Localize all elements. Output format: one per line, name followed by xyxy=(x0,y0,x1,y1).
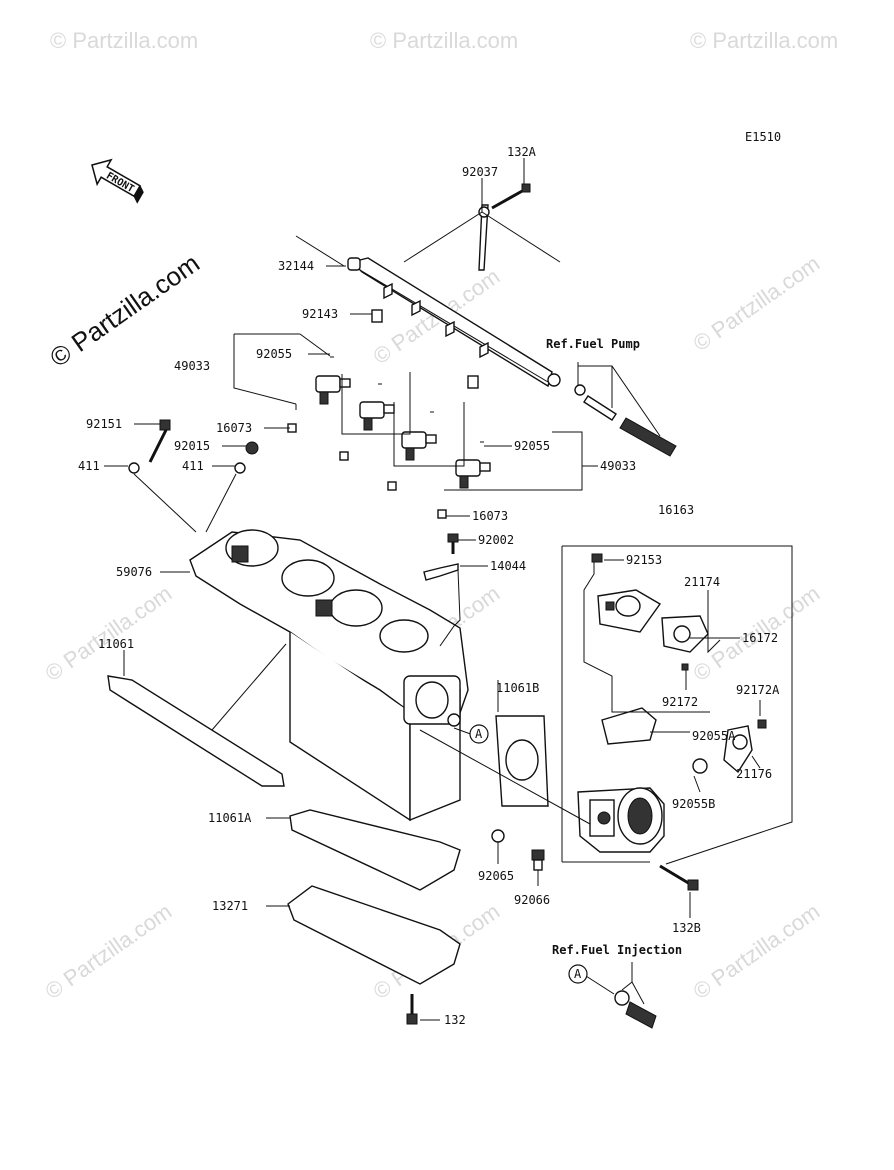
part-label: 16073 xyxy=(216,421,252,435)
bolt-132 xyxy=(406,994,418,1025)
ref-fuel-pump: Ref.Fuel Pump xyxy=(546,337,640,351)
part-label: 92172 xyxy=(662,695,698,709)
part-label: 92055 xyxy=(514,439,550,453)
part-label: 92143 xyxy=(302,307,338,321)
screw-92172A xyxy=(757,719,767,729)
part-label: 21176 xyxy=(736,767,772,781)
sensor-21176 xyxy=(723,725,753,774)
part-label: 92055A xyxy=(692,729,736,743)
watermark: © Partzilla.com xyxy=(41,899,177,1005)
gasket-11061 xyxy=(107,675,285,787)
part-label: 16163 xyxy=(658,503,694,517)
part-label: 11061B xyxy=(496,681,539,695)
fuel-rail-bracket xyxy=(478,204,489,271)
part-label: 92066 xyxy=(514,893,550,907)
oring-92055B xyxy=(692,758,708,774)
injector-seals xyxy=(287,309,484,519)
watermark: © Partzilla.com xyxy=(690,28,838,53)
watermark: © Partzilla.com xyxy=(41,581,177,687)
callout-a: A xyxy=(568,964,588,984)
part-label: 92055B xyxy=(672,797,715,811)
clip-411 xyxy=(234,462,246,474)
callout-a-label: A xyxy=(574,967,582,981)
part-label: 13271 xyxy=(212,899,248,913)
bolt-132A xyxy=(491,183,531,210)
part-label: 132A xyxy=(507,145,537,159)
gasket-92055A xyxy=(601,707,657,745)
part-label: 132 xyxy=(444,1013,466,1027)
part-label: 92055 xyxy=(256,347,292,361)
watermark: © Partzilla.com xyxy=(689,899,825,1005)
temp-sensor xyxy=(614,990,657,1029)
part-label: 92151 xyxy=(86,417,122,431)
part-label: 411 xyxy=(182,459,204,473)
part-label: 411 xyxy=(78,459,100,473)
watermark: © Partzilla.com xyxy=(370,28,518,53)
part-label: 49033 xyxy=(174,359,210,373)
part-label: 92002 xyxy=(478,533,514,547)
idle-control-assembly xyxy=(597,589,709,671)
nut-92015 xyxy=(245,441,259,455)
part-label: 92015 xyxy=(174,439,210,453)
intake-manifold xyxy=(189,529,469,863)
bolt-92002 xyxy=(447,533,459,554)
watermark: © Partzilla.com xyxy=(50,28,198,53)
watermark-main: © Partzilla.com xyxy=(44,248,205,373)
part-label: 49033 xyxy=(600,459,636,473)
bolt-92151 xyxy=(148,419,171,463)
part-label: 11061A xyxy=(208,811,252,825)
part-label: 92065 xyxy=(478,869,514,883)
watermark: © Partzilla.com xyxy=(689,251,825,357)
fuel-injectors xyxy=(315,375,491,489)
gasket-11061B-hole xyxy=(505,739,539,781)
ref-fuel-injection: Ref.Fuel Injection xyxy=(552,943,682,957)
plate-13271 xyxy=(287,885,461,985)
part-label: 16073 xyxy=(472,509,508,523)
screw-92153 xyxy=(591,553,603,563)
diagram-code: E1510 xyxy=(745,130,781,144)
front-arrow-icon: FRONT xyxy=(91,158,144,204)
part-labels: 132A 92037 32144 92143 49033 92055 92151… xyxy=(78,145,780,1027)
part-label: 132B xyxy=(672,921,701,935)
part-label: 59076 xyxy=(116,565,152,579)
part-label: 92153 xyxy=(626,553,662,567)
throttle-body xyxy=(577,787,665,853)
callout-a: A xyxy=(469,724,489,744)
part-label: 32144 xyxy=(278,259,314,273)
callout-a-label: A xyxy=(475,727,483,741)
part-label: 14044 xyxy=(490,559,526,573)
bolt-132B xyxy=(659,864,699,891)
washer-92065 xyxy=(491,829,505,843)
part-label: 11061 xyxy=(98,637,134,651)
part-label: 92172A xyxy=(736,683,780,697)
clip-411 xyxy=(128,462,140,474)
bracket-14044 xyxy=(423,563,459,581)
gasket-11061A xyxy=(289,809,461,891)
plug-92066 xyxy=(531,849,545,871)
fuel-rail xyxy=(347,257,561,388)
leader-lines xyxy=(104,158,793,1021)
part-label: 92037 xyxy=(462,165,498,179)
fuel-hose xyxy=(574,384,677,457)
part-label: 16172 xyxy=(742,631,778,645)
part-label: 21174 xyxy=(684,575,720,589)
